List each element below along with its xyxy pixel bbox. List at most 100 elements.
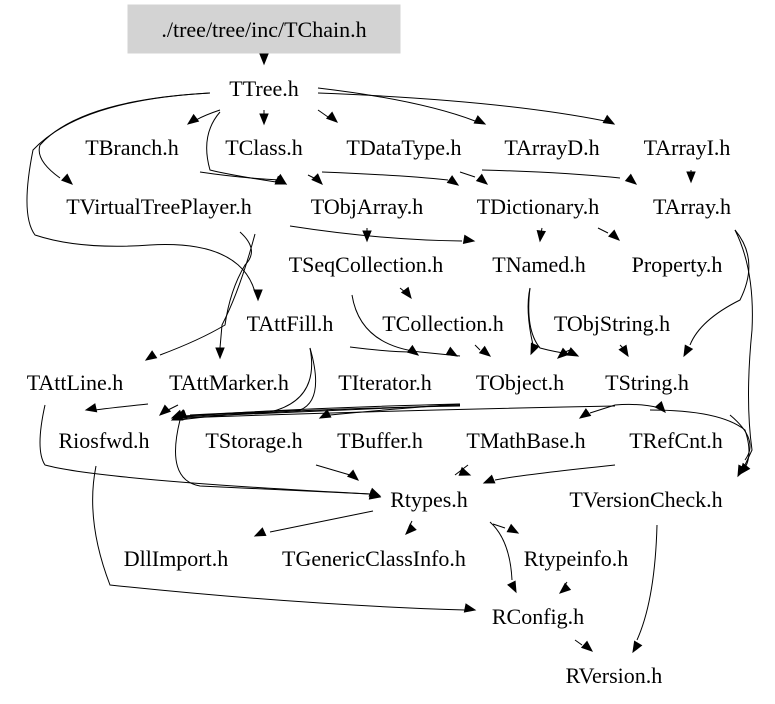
edge-tvirtualtreeplayer-to-tattline	[159, 231, 252, 356]
node-tattline[interactable]: TAttLine.h	[27, 370, 124, 395]
edge-tobject-to-rtypes	[175, 405, 461, 495]
node-tbuffer[interactable]: TBuffer.h	[337, 428, 423, 453]
node-tobjarray[interactable]: TObjArray.h	[311, 194, 423, 219]
edge-tobject-to-tstorage	[184, 403, 461, 417]
arrowhead-icon	[215, 347, 225, 360]
arrowhead-icon	[556, 347, 570, 359]
edge-ttree-to-tarrayd	[317, 87, 476, 122]
node-tattfill[interactable]: TAttFill.h	[247, 311, 334, 336]
arrowhead-icon	[506, 523, 520, 534]
edge-tdictionary-to-property	[597, 227, 609, 234]
edge-tattline-to-riosfwd	[94, 403, 149, 411]
arrowhead-icon	[580, 640, 594, 652]
arrowhead-icon	[608, 229, 621, 241]
edge-tstring-to-trefcnt	[614, 403, 661, 409]
arrowhead-icon	[84, 403, 98, 413]
arrowhead-icon	[144, 350, 158, 361]
edge-rtypes-to-rconfig	[489, 521, 513, 581]
node-rtypeinfo[interactable]: Rtypeinfo.h	[524, 546, 629, 571]
node-tbranch[interactable]: TBranch.h	[85, 135, 178, 160]
node-tobject[interactable]: TObject.h	[476, 370, 564, 395]
node-tarrayi[interactable]: TArrayI.h	[644, 135, 731, 160]
arrowhead-icon	[325, 111, 339, 123]
edge-tattmarker-to-riosfwd	[167, 404, 179, 411]
edge-tarrayd-to-tarray	[481, 169, 621, 179]
arrowhead-icon	[482, 474, 496, 484]
arrowhead-icon	[311, 173, 323, 185]
node-titerator[interactable]: TIterator.h	[338, 370, 431, 395]
arrowhead-icon	[632, 640, 643, 654]
graph-edges	[26, 53, 753, 654]
edge-tcollection-to-titerator	[349, 346, 413, 353]
node-tversioncheck[interactable]: TVersionCheck.h	[569, 487, 722, 512]
node-tobjstring[interactable]: TObjString.h	[554, 311, 670, 336]
edge-tstring-to-riosfwd	[179, 405, 616, 419]
node-tstring[interactable]: TString.h	[605, 370, 689, 395]
edge-tmathbase-to-rtypes	[494, 464, 616, 481]
edge-ttree-to-tattfill	[26, 92, 256, 293]
node-tseqcollection[interactable]: TSeqCollection.h	[289, 252, 444, 277]
arrowhead-icon	[478, 345, 492, 357]
node-tvirtualtreeplayer[interactable]: TVirtualTreePlayer.h	[66, 194, 251, 219]
arrowhead-icon	[170, 411, 184, 421]
arrowhead-icon	[405, 523, 417, 535]
arrowhead-icon	[737, 464, 747, 478]
edge-tversioncheck-to-rversion	[636, 524, 658, 641]
node-riosfwd[interactable]: Riosfwd.h	[58, 428, 149, 453]
edge-tclass-to-tobjarray	[307, 174, 315, 179]
arrowhead-icon	[530, 342, 540, 356]
node-root[interactable]: ./tree/tree/inc/TChain.h	[161, 17, 366, 42]
node-tattmarker[interactable]: TAttMarker.h	[169, 370, 289, 395]
edge-tvirtualtreeplayer-to-tattmarker	[219, 233, 256, 349]
arrowhead-icon	[186, 113, 200, 125]
node-tcollection[interactable]: TCollection.h	[382, 311, 504, 336]
arrowhead-icon	[259, 113, 269, 126]
arrowhead-icon	[473, 115, 487, 125]
arrowhead-icon	[624, 173, 638, 185]
node-tstorage[interactable]: TStorage.h	[205, 428, 302, 453]
arrowhead-icon	[446, 175, 460, 186]
node-tarray[interactable]: TArray.h	[653, 194, 731, 219]
arrowhead-icon	[259, 53, 269, 66]
arrowhead-icon	[253, 289, 263, 302]
arrowhead-icon	[253, 527, 267, 537]
node-tgenericclassinfo[interactable]: TGenericClassInfo.h	[282, 546, 466, 571]
arrowhead-icon	[274, 173, 288, 185]
edge-rtypes-to-rtypeinfo	[492, 523, 506, 529]
node-ttree[interactable]: TTree.h	[229, 76, 298, 101]
arrowhead-icon	[686, 171, 696, 184]
node-tclass[interactable]: TClass.h	[225, 135, 303, 160]
node-trefcnt[interactable]: TRefCnt.h	[629, 428, 723, 453]
edge-riosfwd-to-rconfig	[92, 465, 466, 611]
node-rversion[interactable]: RVersion.h	[566, 663, 663, 688]
node-dllimport[interactable]: DllImport.h	[124, 546, 229, 571]
node-tdictionary[interactable]: TDictionary.h	[477, 194, 600, 219]
edge-tclass-to-tdictionary	[321, 171, 449, 181]
node-rtypes[interactable]: Rtypes.h	[390, 487, 468, 512]
edge-rconfig-to-rversion	[574, 639, 583, 646]
node-tmathbase[interactable]: TMathBase.h	[466, 428, 585, 453]
edge-ttree-to-tbranch	[195, 109, 221, 121]
edge-tobject-to-tversioncheck	[649, 409, 750, 475]
arrowhead-icon	[578, 408, 592, 419]
edge-tcollection-to-tobject	[474, 344, 481, 351]
root-node-box[interactable]	[127, 4, 401, 54]
edge-tdatatype-to-tdictionary	[459, 171, 476, 178]
node-property[interactable]: Property.h	[632, 252, 723, 277]
arrowhead-icon	[536, 229, 547, 243]
edge-rtypes-to-dllimport	[269, 510, 374, 533]
edge-ttree-to-tarrayi	[317, 92, 606, 122]
edge-tattline-to-rtypes	[39, 404, 371, 495]
node-tarrayd[interactable]: TArrayD.h	[504, 135, 599, 160]
arrowhead-icon	[368, 490, 382, 500]
node-rconfig[interactable]: RConfig.h	[492, 604, 584, 629]
edge-tobjarray-to-tnamed	[289, 225, 463, 242]
node-tnamed[interactable]: TNamed.h	[492, 252, 585, 277]
arrowhead-icon	[507, 580, 517, 594]
arrowhead-icon	[462, 234, 476, 244]
arrowhead-icon	[318, 409, 332, 419]
node-tdatatype[interactable]: TDataType.h	[346, 135, 461, 160]
arrowhead-icon	[558, 582, 572, 594]
arrowhead-icon	[683, 344, 694, 358]
